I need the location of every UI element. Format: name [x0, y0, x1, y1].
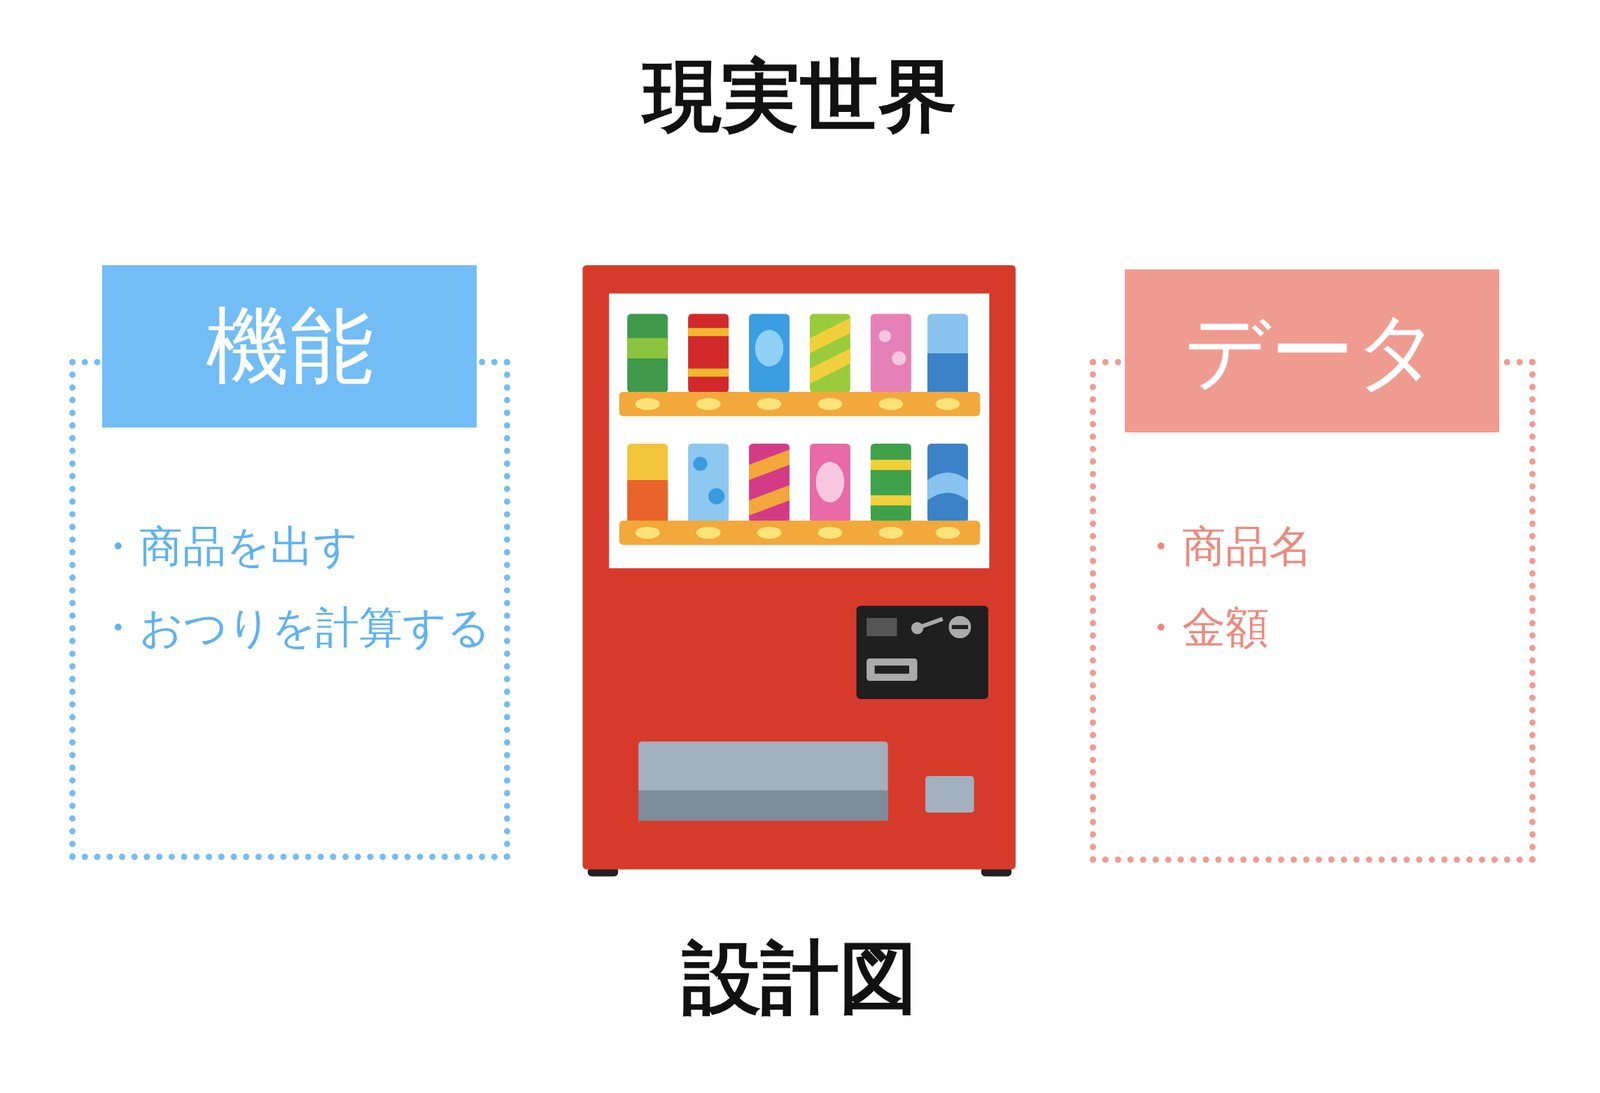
item-list: ・商品を出す・おつりを計算する — [95, 506, 495, 669]
list-item: ・金額 — [1138, 587, 1524, 669]
page-caption: 設計図 — [0, 930, 1600, 1025]
header-band: 機能 — [102, 265, 477, 428]
page-title: 現実世界 — [0, 48, 1600, 143]
header-band: データ — [1124, 269, 1500, 433]
dotted-frame: データ・商品名・金額 — [1089, 359, 1536, 863]
item-list: ・商品名・金額 — [1138, 506, 1524, 669]
vending-machine-illustration — [581, 263, 1018, 878]
list-item: ・おつりを計算する — [95, 587, 495, 669]
list-item: ・商品名 — [1138, 506, 1524, 588]
dotted-frame: 機能・商品を出す・おつりを計算する — [69, 359, 511, 861]
list-item: ・商品を出す — [95, 506, 495, 588]
